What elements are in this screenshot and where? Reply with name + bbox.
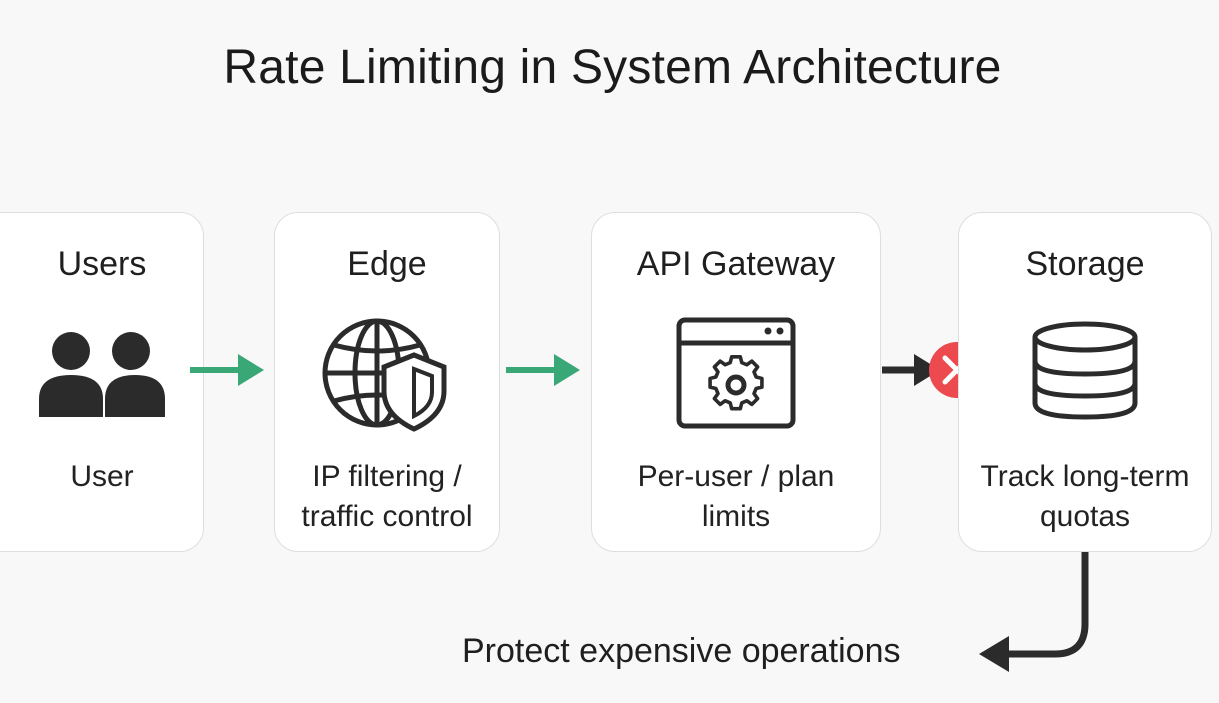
gateway-gear-icon bbox=[676, 317, 796, 429]
stage-description: Track long-term quotas bbox=[980, 460, 1190, 533]
stage-card-api-gateway: API Gateway Per-user / plan limits bbox=[591, 212, 881, 552]
database-icon bbox=[1032, 321, 1138, 420]
stage-description: User bbox=[70, 460, 134, 493]
users-icon bbox=[39, 332, 165, 417]
page-title: Rate Limiting in System Architecture bbox=[223, 41, 1002, 94]
arrow-storage-to-output bbox=[979, 552, 1089, 672]
stage-description: Per-user / plan limits bbox=[637, 460, 835, 533]
globe-shield-icon bbox=[322, 318, 447, 432]
arrow-users-to-edge bbox=[190, 354, 264, 386]
stage-title: Edge bbox=[347, 245, 427, 283]
stage-title: API Gateway bbox=[636, 245, 836, 283]
stage-card-users: Users User bbox=[0, 212, 204, 552]
arrow-edge-to-gateway bbox=[506, 354, 580, 386]
stage-card-edge: Edge IP filtering / traffic control bbox=[274, 212, 500, 552]
stage-description: IP filtering / traffic control bbox=[301, 460, 473, 533]
stage-card-storage: Storage Track long-term quotas bbox=[958, 212, 1212, 552]
stage-title: Storage bbox=[1025, 245, 1145, 283]
stage-title: Users bbox=[57, 245, 147, 283]
output-label: Protect expensive operations bbox=[462, 632, 901, 670]
